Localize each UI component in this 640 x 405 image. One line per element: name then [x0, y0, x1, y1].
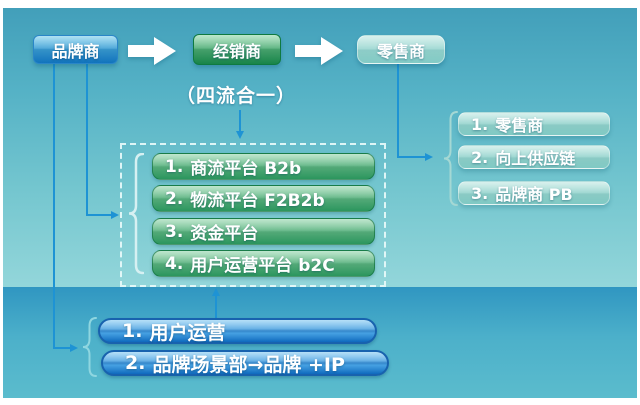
item-number: 2. — [165, 188, 184, 209]
item-label: 用户运营平台 b2C — [190, 256, 335, 276]
node-retailer: 零售商 — [357, 35, 445, 64]
item-number: 2. — [471, 147, 489, 167]
platform-group-box — [120, 143, 386, 287]
left-brace-icon — [129, 153, 144, 275]
flow-caption: （四流合一） — [175, 85, 296, 107]
node-brand: 品牌商 — [33, 35, 118, 64]
item-label: 品牌商 PB — [495, 185, 573, 204]
item-number: 1. — [165, 156, 184, 177]
item-label: 商流平台 B2b — [190, 159, 302, 179]
item-label: 资金平台 — [190, 224, 259, 244]
item-number: 3. — [471, 183, 489, 203]
item-label: 向上供应链 — [495, 149, 576, 168]
flow-arrow-icon — [128, 37, 176, 65]
item-label: 零售商 — [495, 116, 544, 135]
node-retailer-label: 零售商 — [376, 41, 425, 61]
bottom-brace-icon — [83, 317, 97, 377]
retail-item: 1. 零售商 — [458, 112, 610, 136]
retail-item: 2. 向上供应链 — [458, 145, 610, 169]
right-brace-icon — [444, 111, 458, 206]
item-label: 用户运营 — [149, 321, 226, 344]
item-number: 4. — [165, 253, 184, 274]
node-distributor: 经销商 — [193, 34, 281, 65]
retail-item: 3. 品牌商 PB — [458, 181, 610, 205]
item-number: 3. — [165, 221, 184, 242]
platform-item: 4. 用户运营平台 b2C — [152, 250, 375, 277]
item-number: 2. — [125, 352, 146, 374]
item-label: 品牌场景部→品牌 +IP — [152, 353, 345, 376]
item-number: 1. — [471, 114, 489, 134]
flow-arrow-icon — [295, 37, 343, 65]
platform-item: 2. 物流平台 F2B2b — [152, 185, 375, 212]
node-brand-label: 品牌商 — [51, 41, 100, 61]
item-label: 物流平台 F2B2b — [190, 191, 325, 211]
platform-item: 3. 资金平台 — [152, 218, 375, 245]
item-number: 1. — [122, 320, 143, 342]
bottom-item: 1. 用户运营 — [98, 318, 377, 344]
node-distributor-label: 经销商 — [212, 41, 261, 61]
platform-item: 1. 商流平台 B2b — [152, 153, 375, 180]
bottom-item: 2. 品牌场景部→品牌 +IP — [101, 350, 389, 376]
